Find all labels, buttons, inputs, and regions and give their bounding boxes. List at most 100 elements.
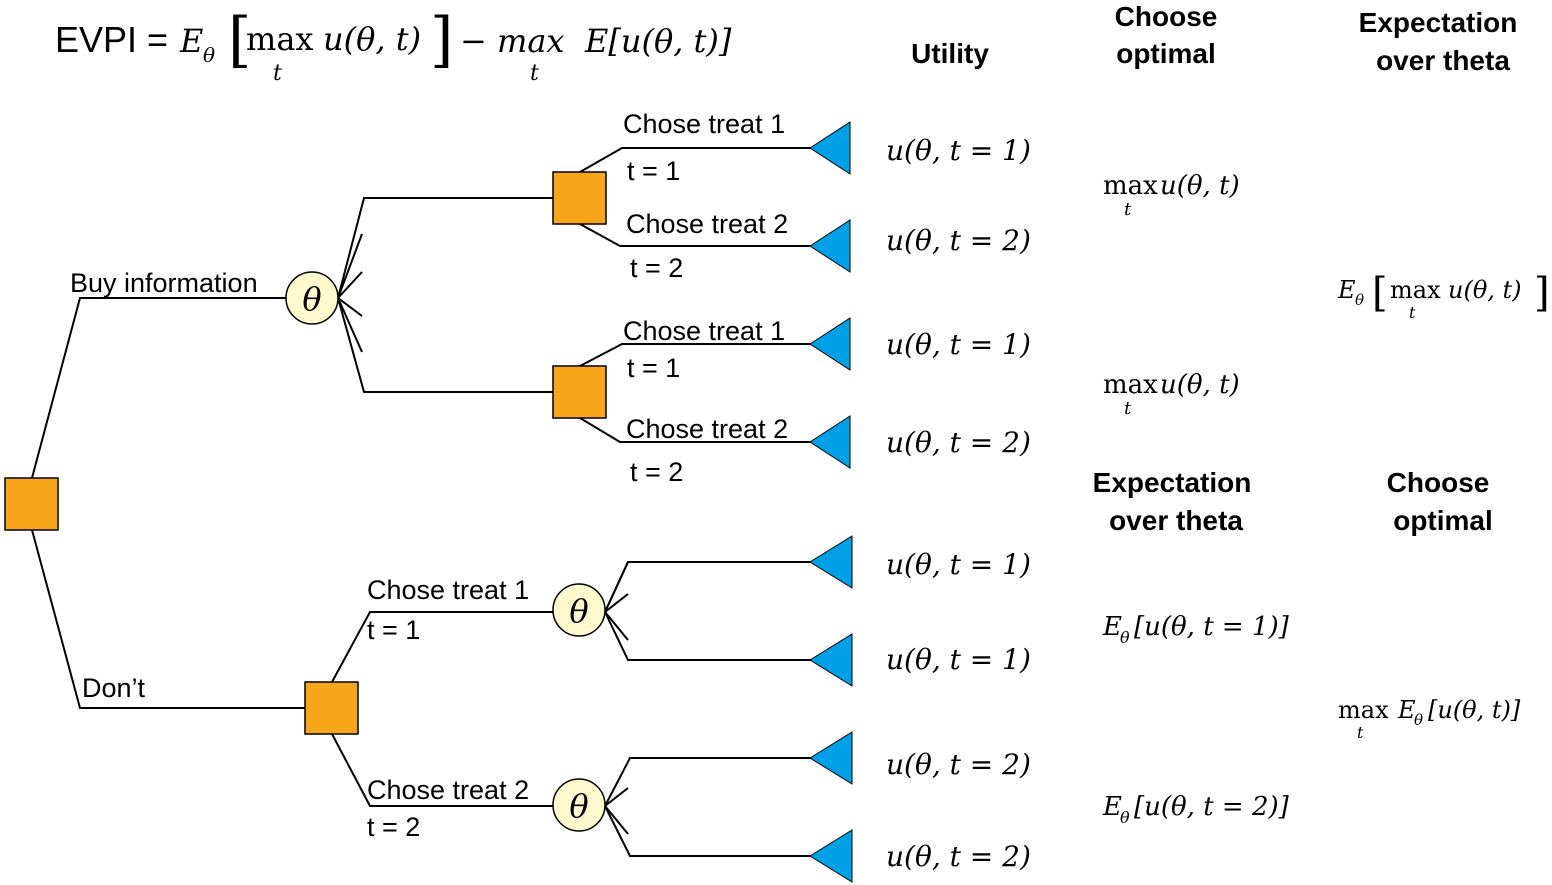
theta-symbol: θ bbox=[569, 592, 588, 630]
label-dont-t1: t = 1 bbox=[367, 615, 420, 645]
label-dont: Don’t bbox=[82, 673, 146, 703]
max-word: max bbox=[1390, 276, 1441, 304]
evpi-t-sub: t bbox=[273, 61, 282, 86]
max-u-upper: max t u(θ, t) bbox=[1103, 171, 1240, 220]
header-choose-optimal-top-line1: Choose bbox=[1115, 1, 1218, 32]
decision-node-lower bbox=[552, 365, 607, 419]
utility-value: u(θ, t = 1) bbox=[886, 328, 1031, 361]
header-expectation-mid-line1: Expectation bbox=[1093, 467, 1252, 498]
fan-line bbox=[604, 787, 629, 807]
header-choose-optimal-mid-line1: Choose bbox=[1387, 467, 1490, 498]
chance-node-buy-info: θ bbox=[285, 271, 339, 325]
max-word: max bbox=[1103, 370, 1158, 400]
label-upper-chose-treat-1: Chose treat 1 bbox=[623, 109, 785, 139]
utility-column: u(θ, t = 1) u(θ, t = 2) u(θ, t = 1) u(θ,… bbox=[886, 134, 1031, 873]
t-subscript: t bbox=[1124, 199, 1132, 220]
fan-line bbox=[337, 233, 363, 299]
decision-node-upper bbox=[552, 171, 607, 225]
utility-value: u(θ, t = 2) bbox=[886, 840, 1031, 873]
terminal-node bbox=[809, 829, 853, 883]
e-symbol: E bbox=[1102, 792, 1122, 822]
evpi-max: max bbox=[246, 20, 313, 58]
evpi-t-sub-2: t bbox=[530, 61, 539, 86]
edge-lower-treat2 bbox=[579, 417, 812, 443]
theta-subscript: θ bbox=[1120, 628, 1130, 647]
edge-dont bbox=[31, 529, 306, 709]
edge-theta-to-decision-lower bbox=[337, 297, 554, 393]
terminal-node bbox=[809, 415, 851, 469]
e-u-t2: E θ [u(θ, t = 2)] bbox=[1102, 792, 1290, 827]
utility-value: u(θ, t = 2) bbox=[886, 426, 1031, 459]
t-subscript: t bbox=[1124, 398, 1132, 419]
decision-node-dont bbox=[304, 681, 359, 735]
header-expectation-top-line2: over theta bbox=[1376, 45, 1510, 76]
fan-line bbox=[337, 271, 363, 299]
edge-lower-treat1 bbox=[579, 343, 812, 367]
terminal-node bbox=[809, 731, 853, 785]
terminal-node bbox=[809, 317, 851, 371]
e-symbol: E bbox=[1397, 696, 1416, 724]
terminal-node bbox=[809, 535, 853, 589]
theta-subscript: θ bbox=[1120, 808, 1130, 827]
label-upper-chose-treat-2: Chose treat 2 bbox=[626, 209, 788, 239]
e-max-u-expr: u(θ, t) bbox=[1448, 276, 1522, 304]
header-choose-optimal-top-line2: optimal bbox=[1116, 38, 1216, 69]
label-dont-chose-treat-1: Chose treat 1 bbox=[367, 575, 529, 605]
e-u-t1-expr: [u(θ, t = 1)] bbox=[1134, 612, 1290, 642]
label-dont-t2: t = 2 bbox=[367, 812, 420, 842]
evpi-e-bracket-expr: E[u(θ, t)] bbox=[584, 22, 732, 60]
max-u-expr: u(θ, t) bbox=[1160, 171, 1240, 201]
label-lower-t1: t = 1 bbox=[627, 353, 680, 383]
max-e-u-expr: [u(θ, t)] bbox=[1428, 696, 1521, 724]
theta-symbol: θ bbox=[302, 280, 321, 318]
edge-chance-t2-upper bbox=[604, 757, 812, 807]
utility-value: u(θ, t = 1) bbox=[886, 134, 1031, 167]
edge-upper-treat1 bbox=[579, 147, 812, 173]
evpi-u-expr: u(θ, t) bbox=[323, 20, 421, 58]
max-word: max bbox=[1338, 696, 1389, 724]
utility-value: u(θ, t = 2) bbox=[886, 748, 1031, 781]
edge-chance-t1-upper bbox=[604, 561, 812, 613]
bracket-open: [ bbox=[1372, 270, 1388, 316]
max-u-lower: max t u(θ, t) bbox=[1103, 370, 1240, 419]
evpi-bracket-open: [ bbox=[228, 5, 251, 75]
evpi-formula: EVPI = E θ [ max t u(θ, t) ] − max t E[u… bbox=[55, 5, 732, 86]
root-decision-node bbox=[4, 477, 59, 531]
fan-line bbox=[604, 611, 629, 641]
e-u-t2-expr: [u(θ, t = 2)] bbox=[1134, 792, 1290, 822]
utility-value: u(θ, t = 1) bbox=[886, 548, 1031, 581]
evpi-e: E bbox=[179, 22, 203, 60]
utility-value: u(θ, t = 1) bbox=[886, 643, 1031, 676]
edge-theta-to-decision-upper bbox=[337, 197, 554, 299]
fan-line bbox=[337, 297, 363, 353]
edge-dont-treat1 bbox=[331, 611, 554, 683]
header-choose-optimal-mid-line2: optimal bbox=[1393, 505, 1493, 536]
chance-node-dont-treat2: θ bbox=[552, 778, 606, 832]
theta-subscript: θ bbox=[1414, 711, 1423, 729]
label-buy-information: Buy information bbox=[70, 268, 258, 298]
header-expectation-top-line1: Expectation bbox=[1359, 7, 1518, 38]
terminal-nodes bbox=[809, 121, 853, 883]
theta-symbol: θ bbox=[569, 787, 588, 825]
utility-value: u(θ, t = 2) bbox=[886, 224, 1031, 257]
evpi-prefix: EVPI = bbox=[55, 19, 168, 60]
t-subscript: t bbox=[1357, 723, 1364, 742]
e-max-u: E θ [ max t u(θ, t) ] bbox=[1337, 270, 1550, 322]
e-u-t1: E θ [u(θ, t = 1)] bbox=[1102, 612, 1290, 647]
evpi-minus-max: − max bbox=[460, 22, 564, 60]
label-upper-t1: t = 1 bbox=[627, 156, 680, 186]
terminal-node bbox=[809, 121, 851, 175]
label-dont-chose-treat-2: Chose treat 2 bbox=[367, 775, 529, 805]
label-lower-t2: t = 2 bbox=[630, 457, 683, 487]
edge-chance-t1-lower bbox=[604, 611, 812, 661]
label-lower-chose-treat-2: Chose treat 2 bbox=[626, 414, 788, 444]
fan-line bbox=[604, 593, 629, 613]
edge-upper-treat2 bbox=[579, 223, 812, 247]
edge-dont-treat2 bbox=[331, 733, 554, 807]
header-expectation-mid-line2: over theta bbox=[1109, 505, 1243, 536]
terminal-node bbox=[809, 219, 851, 273]
label-lower-chose-treat-1: Chose treat 1 bbox=[623, 316, 785, 346]
header-utility: Utility bbox=[911, 38, 989, 69]
max-u-expr: u(θ, t) bbox=[1160, 370, 1240, 400]
